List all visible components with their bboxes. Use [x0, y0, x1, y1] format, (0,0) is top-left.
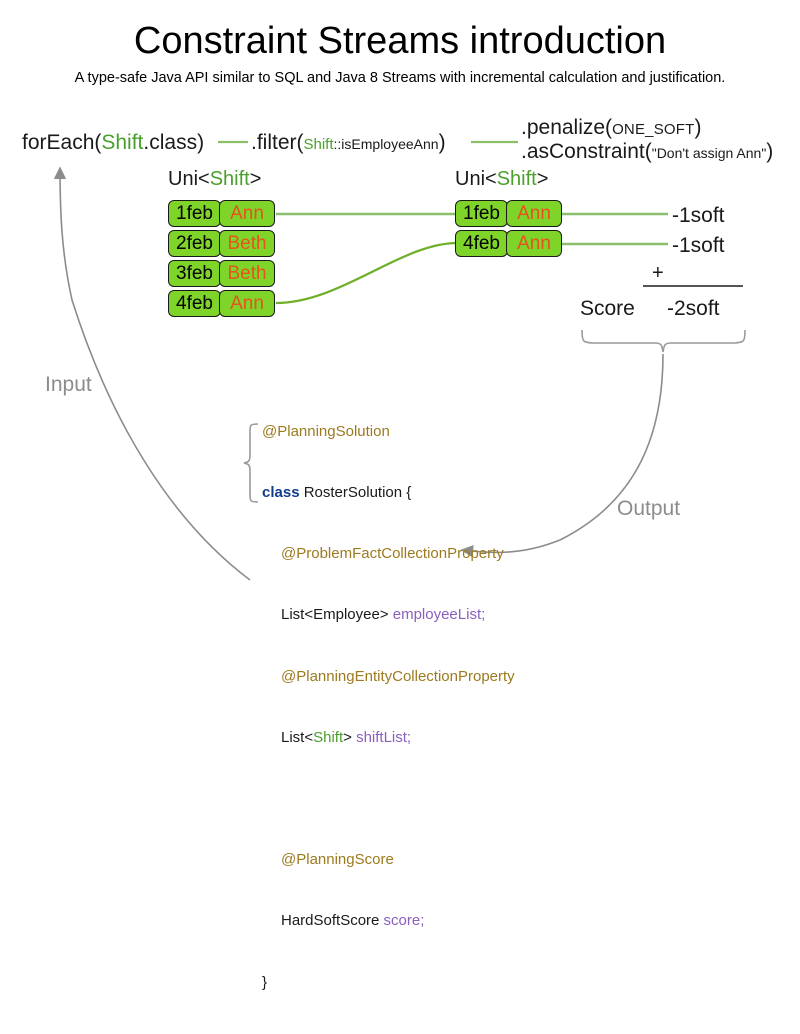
uni-left-prefix: Uni< [168, 168, 210, 190]
penalty-value-1: -1soft [672, 204, 725, 227]
shift-card[interactable]: 4feb Ann [168, 290, 275, 317]
field-employeelist: employeeList; [392, 606, 486, 624]
code-line-problemfact: @ProblemFactCollectionProperty [262, 544, 515, 564]
code-asconstraint: .asConstraint("Don't assign Ann") [521, 139, 773, 166]
input-label: Input [45, 373, 92, 396]
shift-employee: Ann [506, 230, 562, 257]
uni-right-type: Shift [496, 168, 537, 190]
shift-date: 2feb [168, 230, 221, 257]
annotation-planningscore: @PlanningScore [281, 851, 394, 869]
type-hardsoftscore: HardSoftScore [281, 912, 384, 930]
shift-date: 4feb [168, 290, 221, 317]
page-subtitle: A type-safe Java API similar to SQL and … [74, 70, 726, 86]
filter-prefix: .filter( [251, 131, 304, 154]
shift-employee: Ann [219, 290, 275, 317]
uni-left-suffix: > [249, 168, 262, 190]
uni-right-prefix: Uni< [455, 168, 497, 190]
shift-card[interactable]: 3feb Beth [168, 260, 275, 287]
code-block: @PlanningSolution class RosterSolution {… [262, 381, 515, 1034]
code-filter: .filter(Shift::isEmployeeAnn) [251, 130, 446, 158]
shift-date: 4feb [455, 230, 508, 257]
code-line-class: class RosterSolution { [262, 483, 515, 503]
connector-shift4 [275, 241, 457, 305]
code-foreach: forEach(Shift.class) [22, 130, 204, 156]
penalty-value-2: -1soft [672, 234, 725, 257]
code-line-blank [262, 789, 515, 809]
shift-card[interactable]: 2feb Beth [168, 230, 275, 257]
shift-date: 1feb [168, 200, 221, 227]
code-line-employeelist: List<Employee> employeeList; [262, 605, 515, 625]
close-brace: } [262, 973, 268, 991]
type-list-open: List< [281, 728, 314, 746]
uni-label-left: Uni<Shift> [168, 167, 261, 191]
shift-date: 3feb [168, 260, 221, 287]
code-line-planningsolution: @PlanningSolution [262, 422, 515, 442]
score-total: -2soft [667, 297, 720, 320]
plus-sign: + [652, 262, 664, 284]
shift-employee: Ann [506, 200, 562, 227]
class-name: RosterSolution { [299, 484, 412, 502]
foreach-suffix: .class) [143, 131, 205, 154]
field-shiftlist: shiftList; [356, 728, 412, 746]
annotation-problemfactcollectionproperty: @ProblemFactCollectionProperty [281, 545, 504, 563]
type-list-close: > [343, 728, 357, 746]
output-label: Output [617, 497, 681, 520]
foreach-prefix: forEach( [22, 131, 102, 154]
uni-right-suffix: > [536, 168, 549, 190]
filter-type: Shift [303, 136, 334, 153]
fields-brace [243, 423, 259, 503]
shift-card-filtered[interactable]: 1feb Ann [455, 200, 562, 227]
type-list-employee: List<Employee> [281, 606, 393, 624]
filter-method: ::isEmployeeAnn [333, 136, 439, 152]
code-penalize: .penalize(ONE_SOFT) [521, 115, 702, 143]
page-title: Constraint Streams introduction [133, 20, 667, 62]
shift-card[interactable]: 1feb Ann [168, 200, 275, 227]
filter-suffix: ) [438, 131, 446, 154]
asconstraint-suffix: ) [766, 140, 774, 163]
code-line-planningscore: @PlanningScore [262, 850, 515, 870]
asconstraint-prefix: .asConstraint( [521, 140, 652, 163]
shift-employee: Beth [219, 230, 275, 257]
annotation-planningentitycollectionproperty: @PlanningEntityCollectionProperty [281, 667, 515, 685]
uni-left-type: Shift [209, 168, 250, 190]
uni-label-right: Uni<Shift> [455, 167, 548, 191]
slide-canvas: Constraint Streams introduction A type-s… [22, 20, 773, 991]
type-shift: Shift [313, 728, 344, 746]
code-line-score: HardSoftScore score; [262, 911, 515, 931]
shift-employee: Ann [219, 200, 275, 227]
code-line-closebrace: } [262, 973, 515, 993]
asconstraint-arg: "Don't assign Ann" [651, 145, 767, 161]
foreach-type: Shift [101, 131, 144, 154]
shift-employee: Beth [219, 260, 275, 287]
code-line-planningentity: @PlanningEntityCollectionProperty [262, 667, 515, 687]
penalize-prefix: .penalize( [521, 116, 613, 139]
sum-rule [643, 285, 743, 287]
field-score: score; [383, 912, 425, 930]
code-line-shiftlist: List<Shift> shiftList; [262, 728, 515, 748]
keyword-class: class [262, 484, 300, 502]
penalize-suffix: ) [694, 116, 702, 139]
shift-card-filtered[interactable]: 4feb Ann [455, 230, 562, 257]
score-brace [581, 329, 746, 353]
score-label: Score [580, 297, 635, 320]
shift-date: 1feb [455, 200, 508, 227]
annotation-planningsolution: @PlanningSolution [262, 422, 390, 440]
penalize-arg: ONE_SOFT [612, 121, 695, 138]
